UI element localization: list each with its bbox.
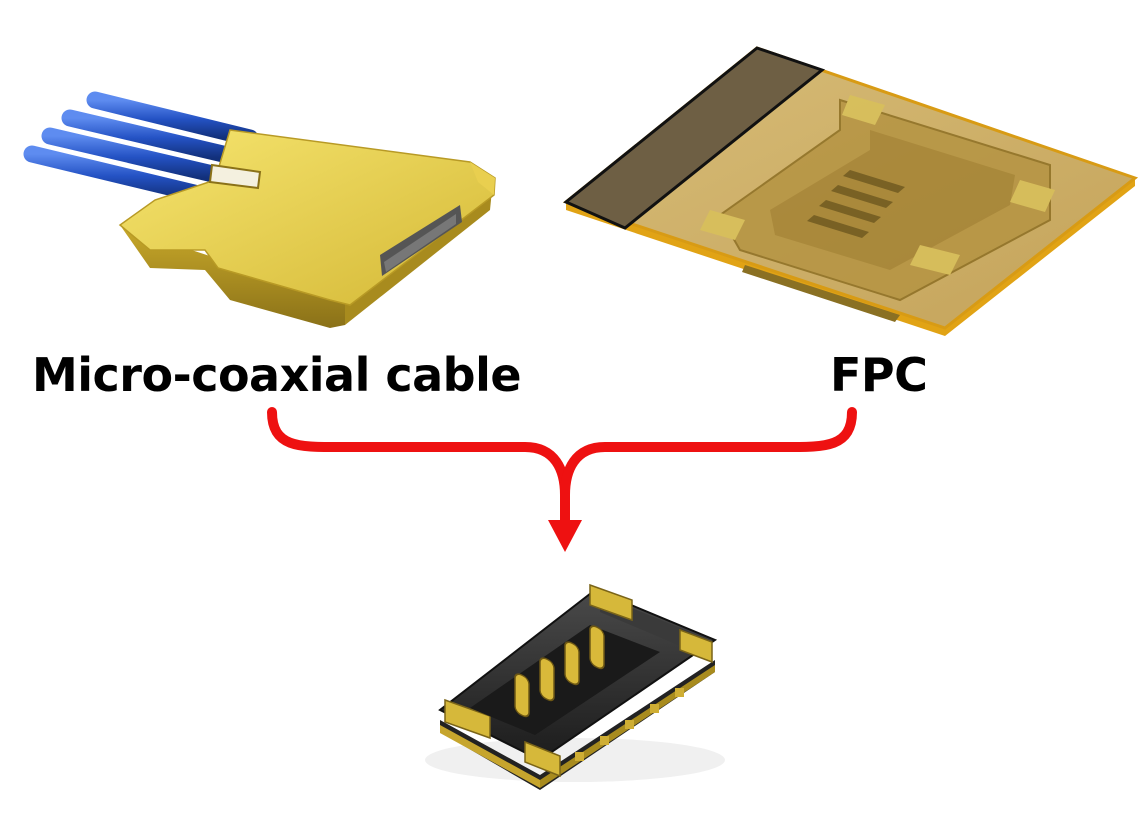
label-fpc: FPC	[830, 348, 928, 402]
label-micro-coaxial-cable: Micro-coaxial cable	[32, 348, 522, 402]
micro-coaxial-cable-illustration	[23, 91, 496, 328]
fpc-illustration	[562, 46, 1139, 336]
receptacle-connector-illustration	[425, 583, 725, 790]
solder-tails	[575, 688, 684, 761]
connector-contacts	[514, 625, 605, 718]
fpc-connector-outline	[700, 95, 1055, 302]
merge-arrow	[267, 407, 857, 552]
